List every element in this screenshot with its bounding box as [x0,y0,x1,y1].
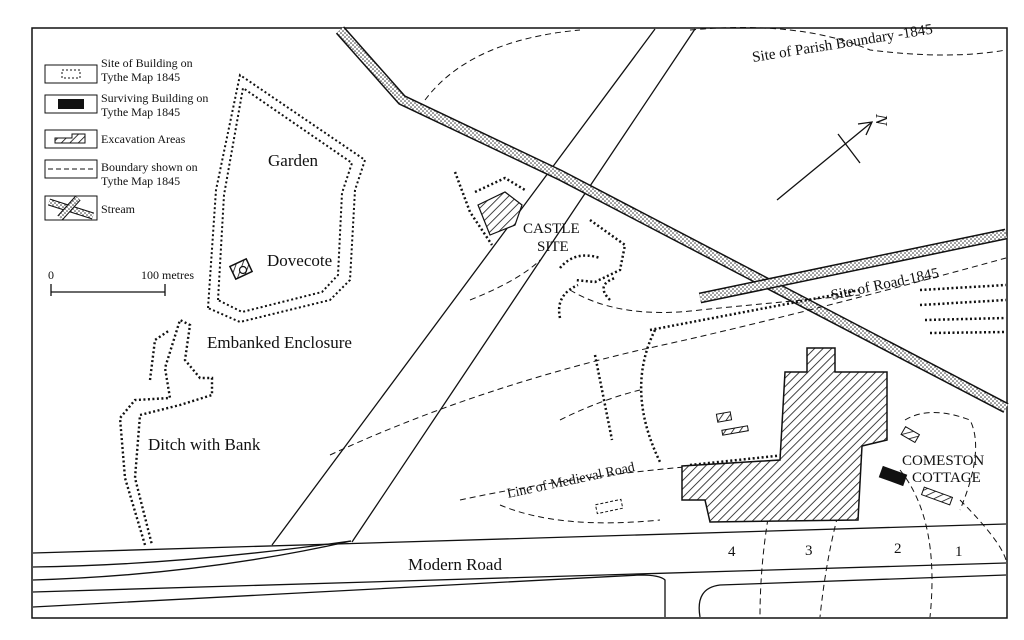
legend-label-4a: Boundary shown on [101,160,198,174]
legend-label-2a: Surviving Building on [101,91,208,105]
castle-site-structure [477,191,523,236]
legend-label-2b: Tythe Map 1845 [101,105,180,119]
plot-2-label: 2 [894,541,902,557]
excavation-areas [681,347,954,523]
north-arrow [776,121,874,201]
legend-label-5: Stream [101,202,136,216]
comeston-cottage-label-line1: COMESTON [902,453,984,469]
dovecote-marker [238,265,248,275]
legend-label-1a: Site of Building on [101,56,193,70]
castle-label-line1: CASTLE [523,221,580,237]
scale-start-label: 0 [48,268,54,282]
comeston-cottage-building [878,465,908,487]
modern-road-label: Modern Road [408,555,502,574]
embanked-enclosure [118,318,214,546]
castle-earthworks [453,171,1007,467]
main-diagonal-road [271,28,696,546]
castle-label-line2: SITE [537,239,569,255]
embanked-enclosure-label: Embanked Enclosure [207,333,352,352]
comeston-cottage-label-line2: COTTAGE [912,470,981,486]
plot-4-label: 4 [728,544,736,560]
garden-enclosure [206,73,367,324]
legend-label-1b: Tythe Map 1845 [101,70,180,84]
north-label: N [872,113,891,127]
legend: Site of Building on Tythe Map 1845 Survi… [44,56,208,221]
legend-label-4b: Tythe Map 1845 [101,174,180,188]
site-of-building [594,498,624,515]
tythe-boundaries [329,27,1007,618]
ditch-with-bank-label: Ditch with Bank [148,435,261,454]
dashed-boundary-icon [44,159,98,179]
scale-end-label: 100 metres [141,268,194,282]
plot-3-label: 3 [805,543,813,559]
dovecote-label: Dovecote [267,251,332,270]
dashed-building-icon [44,64,98,84]
scale-bar [50,284,166,296]
modern-road [32,523,1007,618]
plot-1-label: 1 [955,544,963,560]
legend-label-3: Excavation Areas [101,132,186,146]
stream [335,26,1009,413]
garden-label: Garden [268,151,319,170]
